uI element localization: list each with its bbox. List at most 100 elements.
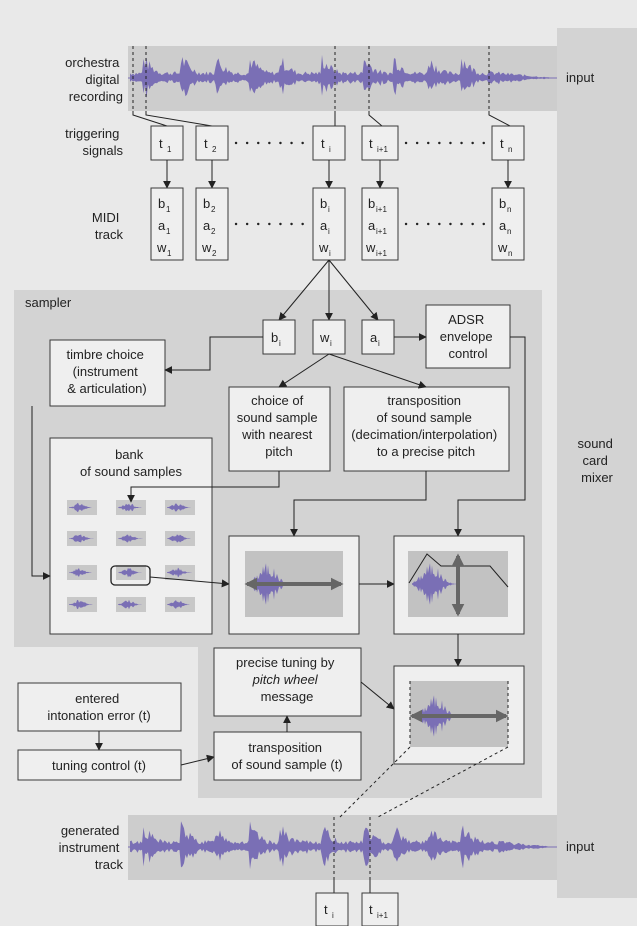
timbre-choice-box	[49, 339, 166, 407]
svg-text:w: w	[156, 240, 167, 255]
svg-text:t: t	[369, 136, 373, 151]
arrow-bank-sample	[149, 576, 230, 588]
svg-text:t: t	[369, 902, 373, 917]
svg-text:b: b	[499, 196, 506, 211]
svg-text:2: 2	[211, 227, 216, 236]
svg-text:i+1: i+1	[376, 227, 387, 236]
input-label-bottom: input	[566, 839, 595, 854]
svg-text:i: i	[328, 205, 330, 214]
arrow-w-transposition	[328, 353, 427, 389]
svg-text:w: w	[319, 330, 330, 345]
entered-error-box	[17, 682, 182, 732]
sample-wave	[118, 503, 144, 512]
svg-text:i: i	[329, 249, 331, 258]
svg-text:i: i	[332, 911, 334, 920]
transposition-box	[343, 386, 510, 472]
sampler-label: sampler	[25, 295, 72, 310]
arrow-transposition-sample	[290, 471, 427, 537]
sample-wave	[69, 534, 95, 543]
adsr-text: ADSR envelope control	[440, 312, 496, 361]
arrow-tuning-tuned	[360, 681, 395, 710]
tuning-control-box	[17, 749, 182, 781]
svg-text:b: b	[158, 196, 165, 211]
svg-text:i: i	[279, 339, 281, 348]
insert-line-right	[377, 746, 509, 818]
sample-wave	[69, 502, 95, 513]
arrow-b-timbre	[164, 336, 263, 374]
svg-text:b: b	[320, 196, 327, 211]
svg-text:t: t	[500, 136, 504, 151]
sample-wave	[167, 534, 193, 543]
svg-text:n: n	[508, 249, 512, 258]
insert-line-left	[339, 746, 411, 818]
svg-text:a: a	[320, 218, 328, 233]
sample-wave	[118, 599, 144, 610]
svg-text:1: 1	[167, 249, 172, 258]
entered-error-text: entered intonation error (t)	[47, 691, 150, 723]
transposition-t-box	[213, 731, 362, 781]
transposition-t-text: transposition of sound sample (t)	[231, 740, 342, 772]
svg-text:i: i	[328, 227, 330, 236]
sample-wave	[167, 503, 193, 512]
svg-text:1: 1	[166, 205, 171, 214]
arrow-adsr-envelope	[454, 336, 526, 537]
generated-label: generated instrument track	[59, 823, 124, 872]
sample-wave	[167, 567, 193, 578]
selected-sample-frame	[110, 565, 151, 586]
precise-tuning-text: precise tuning by pitch wheel message	[236, 655, 338, 704]
svg-text:i+1: i+1	[376, 249, 387, 258]
svg-text:w: w	[201, 240, 212, 255]
svg-text:2: 2	[212, 145, 217, 154]
sample-wave	[167, 600, 193, 609]
instrument-waveform	[130, 821, 555, 870]
trigger-link-1	[132, 111, 168, 127]
svg-text:a: a	[499, 218, 507, 233]
svg-text:2: 2	[211, 205, 216, 214]
svg-text:1: 1	[166, 227, 171, 236]
svg-text:i+1: i+1	[377, 911, 388, 920]
sample-thumbnails	[67, 500, 195, 612]
svg-text:w: w	[365, 240, 376, 255]
svg-text:w: w	[318, 240, 329, 255]
trigger-link-2	[145, 111, 213, 127]
sample-wave	[412, 563, 460, 605]
svg-text:n: n	[507, 205, 511, 214]
svg-text:a: a	[370, 330, 378, 345]
svg-text:t: t	[159, 136, 163, 151]
arrow-w-choice	[278, 353, 330, 388]
svg-text:a: a	[203, 218, 211, 233]
svg-text:2: 2	[212, 249, 217, 258]
choice-sample-text: choice of sound sample with nearest pitc…	[237, 393, 322, 459]
sound-card-mixer-label: sound card mixer	[577, 436, 616, 485]
arrow-timbre-bank	[31, 406, 51, 580]
svg-text:n: n	[508, 145, 512, 154]
triggering-label: triggering signals	[65, 126, 123, 158]
svg-text:a: a	[158, 218, 166, 233]
svg-text:i: i	[378, 339, 380, 348]
adsr-box	[425, 304, 511, 369]
adsr-envelope-curve	[408, 553, 509, 588]
svg-text:i: i	[329, 145, 331, 154]
svg-text:a: a	[368, 218, 376, 233]
orchestra-label: orchestra digital recording	[65, 55, 123, 104]
svg-text:t: t	[204, 136, 208, 151]
svg-text:n: n	[507, 227, 511, 236]
arrow-midi-a	[328, 259, 379, 321]
sample-bank-title: bank of sound samples	[80, 447, 182, 479]
trigger-link-4	[368, 111, 383, 127]
arrow-control-transposition	[180, 754, 215, 766]
svg-text:1: 1	[167, 145, 172, 154]
svg-text:b: b	[271, 330, 278, 345]
